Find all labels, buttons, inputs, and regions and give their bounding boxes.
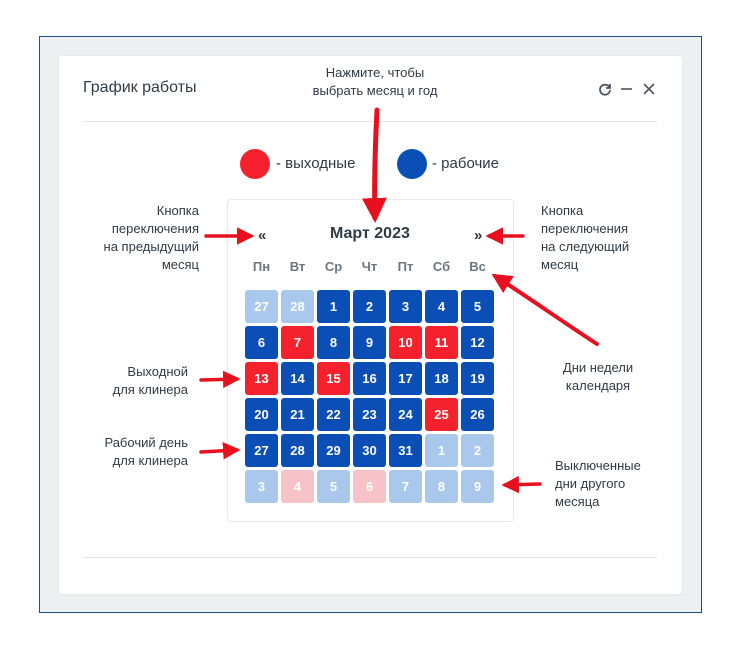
annotation-line: выбрать месяц и год (312, 83, 438, 98)
day-cell-work[interactable]: 3 (389, 290, 422, 323)
day-cell-work[interactable]: 8 (317, 326, 350, 359)
annotation-line: календаря (565, 378, 631, 393)
day-cell-work[interactable]: 26 (461, 398, 494, 431)
day-cell-off[interactable]: 15 (317, 362, 350, 395)
annotation-line: месяц (541, 257, 579, 272)
day-cell-work[interactable]: 30 (353, 434, 386, 467)
day-cell-work[interactable]: 4 (425, 290, 458, 323)
legend-workday-swatch (397, 149, 427, 179)
annotation-prev-button: Кнопка переключения на предыдущий месяц (80, 202, 199, 274)
day-cell-work[interactable]: 19 (461, 362, 494, 395)
day-cell-disabled: 27 (245, 290, 278, 323)
annotation-day-off: Выходной для клинера (80, 363, 188, 399)
month-year-selector[interactable]: Март 2023 (330, 225, 410, 242)
annotation-weekdays: Дни недели календаря (548, 359, 648, 395)
calendar-widget (227, 199, 514, 522)
day-cell-work[interactable]: 28 (281, 434, 314, 467)
day-cell-work[interactable]: 5 (461, 290, 494, 323)
annotation-line: для клинера (112, 453, 188, 468)
day-cell-work[interactable]: 12 (461, 326, 494, 359)
legend-workday-label: - рабочие (432, 155, 499, 172)
day-cell-work[interactable]: 18 (425, 362, 458, 395)
legend-weekend-label: - выходные (276, 155, 356, 172)
day-cell-disabled: 2 (461, 434, 494, 467)
annotation-line: Выходной (127, 364, 188, 379)
refresh-icon[interactable] (597, 80, 613, 98)
day-cell-work[interactable]: 22 (317, 398, 350, 431)
close-icon[interactable] (641, 80, 657, 98)
weekday-label: Ср (324, 259, 343, 274)
day-cell-work[interactable]: 29 (317, 434, 350, 467)
annotation-line: Дни недели (562, 360, 634, 375)
day-cell-disabled: 1 (425, 434, 458, 467)
annotation-disabled-days: Выключенные дни другого месяца (555, 457, 665, 511)
day-cell-work[interactable]: 21 (281, 398, 314, 431)
weekday-label: Сб (432, 259, 451, 274)
annotation-line: на следующий (541, 239, 630, 254)
legend-weekend-swatch (240, 149, 270, 179)
minimize-icon[interactable] (619, 80, 635, 98)
annotation-line: Кнопка (156, 203, 199, 218)
annotation-line: Выключенные (555, 458, 641, 473)
day-cell-work[interactable]: 27 (245, 434, 278, 467)
day-cell-work[interactable]: 1 (317, 290, 350, 323)
annotation-line: на предыдущий (103, 239, 199, 254)
weekday-label: Пн (252, 259, 271, 274)
next-month-button[interactable]: » (474, 227, 483, 244)
annotation-line: переключения (111, 221, 199, 236)
day-cell-disabled: 3 (245, 470, 278, 503)
day-cell-off[interactable]: 25 (425, 398, 458, 431)
day-cell-work[interactable]: 17 (389, 362, 422, 395)
day-cell-work[interactable]: 23 (353, 398, 386, 431)
day-cell-off[interactable]: 13 (245, 362, 278, 395)
annotation-line: Кнопка (541, 203, 584, 218)
annotation-line: Нажмите, чтобы (325, 65, 425, 80)
weekday-label: Вт (289, 259, 306, 274)
footer-divider (83, 557, 657, 558)
weekday-label: Вс (469, 259, 486, 274)
dialog-title: График работы (83, 79, 197, 96)
annotation-line: для клинера (112, 382, 188, 397)
annotation-line: дни другого (555, 476, 626, 491)
day-cell-disabled: 4 (281, 470, 314, 503)
day-cell-work[interactable]: 6 (245, 326, 278, 359)
annotation-line: переключения (541, 221, 629, 236)
day-cell-off[interactable]: 7 (281, 326, 314, 359)
annotation-line: месяц (161, 257, 199, 272)
day-cell-work[interactable]: 20 (245, 398, 278, 431)
day-cell-work[interactable]: 14 (281, 362, 314, 395)
day-cell-work[interactable]: 31 (389, 434, 422, 467)
prev-month-button[interactable]: « (258, 227, 267, 244)
annotation-select-month: Нажмите, чтобы выбрать месяц и год (300, 64, 450, 100)
weekday-label: Чт (361, 259, 378, 274)
day-cell-work[interactable]: 16 (353, 362, 386, 395)
day-cell-disabled: 28 (281, 290, 314, 323)
day-cell-work[interactable]: 9 (353, 326, 386, 359)
day-cell-disabled: 6 (353, 470, 386, 503)
day-cell-disabled: 7 (389, 470, 422, 503)
day-cell-disabled: 9 (461, 470, 494, 503)
day-cell-work[interactable]: 24 (389, 398, 422, 431)
header-divider (83, 121, 657, 122)
day-cell-disabled: 5 (317, 470, 350, 503)
day-cell-off[interactable]: 11 (425, 326, 458, 359)
weekday-label: Пт (397, 259, 414, 274)
day-cell-off[interactable]: 10 (389, 326, 422, 359)
annotation-next-button: Кнопка переключения на следующий месяц (541, 202, 661, 274)
annotation-line: месяца (555, 494, 600, 509)
day-cell-work[interactable]: 2 (353, 290, 386, 323)
annotation-line: Рабочий день (104, 435, 188, 450)
annotation-work-day: Рабочий день для клинера (80, 434, 188, 470)
day-cell-disabled: 8 (425, 470, 458, 503)
